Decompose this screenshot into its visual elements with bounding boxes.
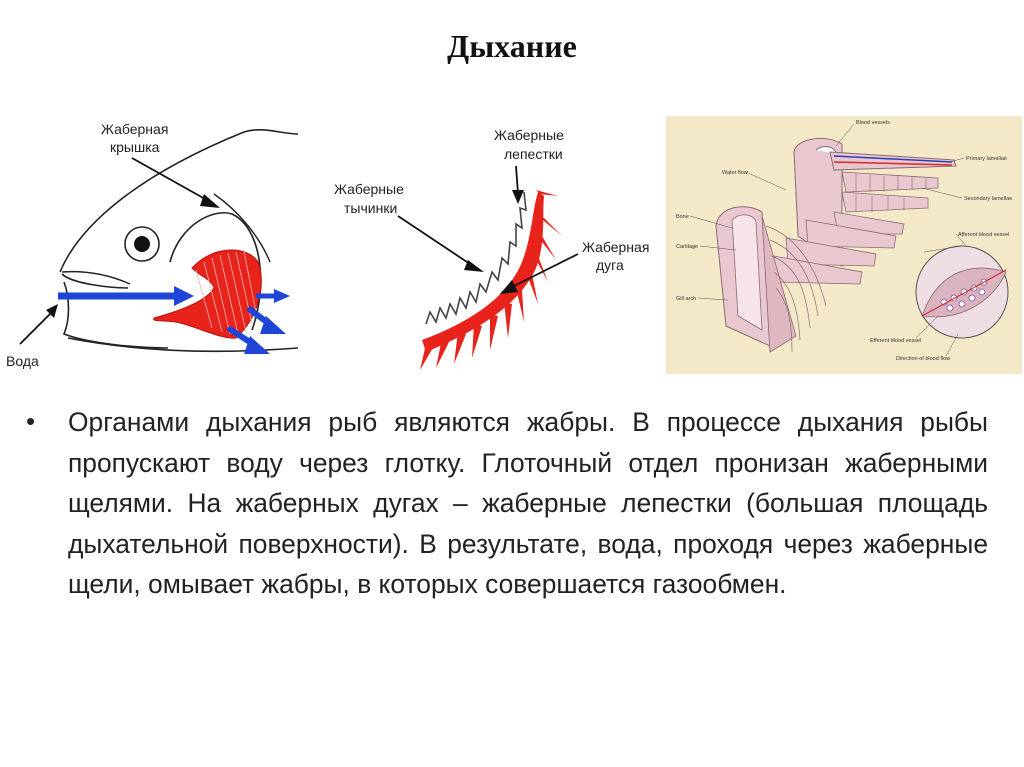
label-primary-lamellae: Primary lamellae	[966, 156, 1007, 162]
label-operculum-2: крышка	[110, 139, 160, 155]
label-rakers-1: Жаберные	[334, 181, 404, 197]
label-filaments-1: Жаберные	[494, 127, 564, 143]
water-flow-arrows	[58, 286, 290, 354]
secondary-lamellae	[773, 171, 939, 285]
label-secondary-lamellae: Secondary lamellae	[964, 196, 1012, 202]
gill-rakers	[425, 191, 527, 325]
gill-red	[153, 249, 262, 339]
label-blood-vessels: Blood vessels	[856, 120, 890, 126]
slide-title: Дыхание	[447, 28, 577, 64]
label-rakers-2: тычинки	[344, 200, 397, 216]
label-filaments-2: лепестки	[504, 146, 563, 162]
fish-head-outline	[59, 128, 299, 273]
fish-mouth-line	[61, 270, 131, 285]
label-water-flow: Water flow	[722, 170, 748, 176]
label-cartilage: Cartilage	[676, 244, 698, 250]
gill-structure-3d-diagram: Blood vessels Primary lamellae Water flo…	[666, 116, 1022, 374]
label-operculum-1: Жаберная	[101, 121, 168, 137]
gill-arch-body	[422, 192, 544, 352]
label-afferent: Afferent blood vessel	[958, 232, 1009, 238]
primary-lamella-top	[829, 151, 957, 171]
fish-pupil	[134, 236, 150, 252]
label-gill-arch: Gill arch	[676, 296, 696, 302]
fish-belly-line	[67, 337, 299, 352]
fish-lower-jaw	[61, 273, 169, 349]
label-water: Вода	[6, 353, 39, 369]
gill-filaments	[420, 190, 564, 370]
label-efferent: Efferent blood vessel	[870, 338, 921, 344]
slide-body-text: Органами дыхания рыб являются жабры. В п…	[68, 407, 988, 600]
label-arch-1: Жаберная	[582, 239, 649, 255]
label-direction: Direction of blood flow	[896, 356, 950, 362]
gill-arch-diagram: Жаберные лепестки Жаберные тычинки Жабер…	[334, 127, 649, 370]
label-arch-2: дуга	[596, 257, 624, 273]
label-bone: Bone	[676, 214, 689, 220]
front-filaments	[765, 225, 827, 353]
bullet-marker: •	[26, 406, 36, 436]
fish-head-diagram: Жаберная крышка Вода	[6, 121, 299, 369]
